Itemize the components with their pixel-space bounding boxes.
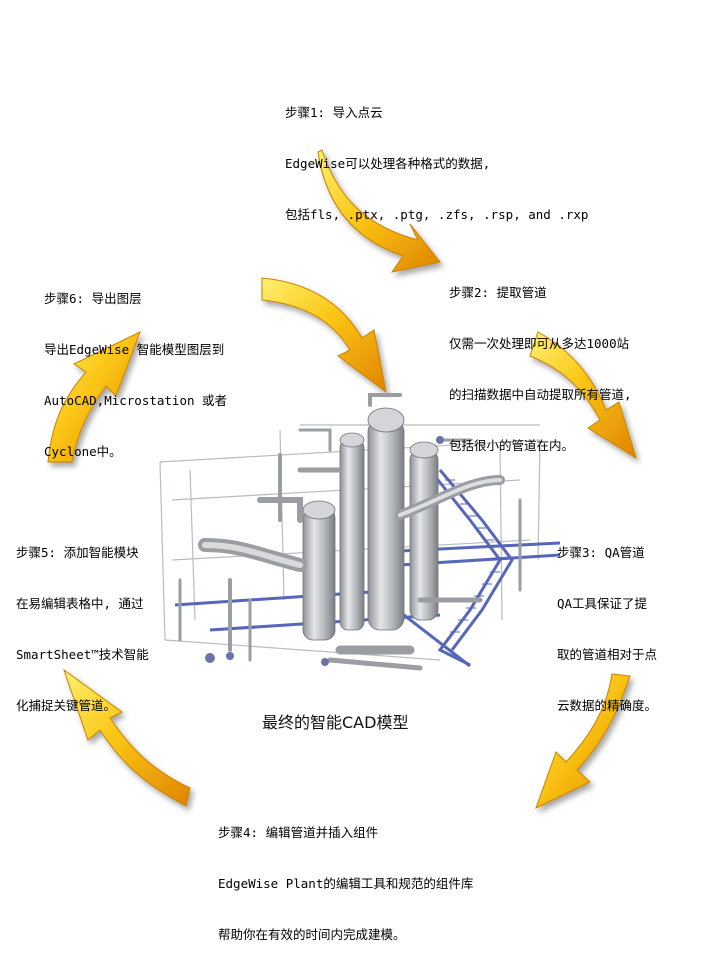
step4-text: 步骤4: 编辑管道并插入组件 EdgeWise Plant的编辑工具和规范的组件…: [218, 790, 473, 960]
step5-title: 步骤5: 添加智能模块: [16, 545, 139, 560]
step3-line-2: 取的管道相对于点: [557, 647, 658, 662]
step5-text: 步骤5: 添加智能模块 在易编辑表格中, 通过 SmartSheet™技术智能 …: [16, 510, 149, 731]
step5-line-2: SmartSheet™技术智能: [16, 647, 149, 662]
arrow-step5-to-step6: [47, 331, 141, 463]
arrow-step6-to-model: [261, 277, 387, 394]
step6-line-1: 导出EdgeWise 智能模型图层到: [44, 342, 225, 357]
step6-line-3: Cyclone中。: [44, 444, 122, 459]
step3-title: 步骤3: QA管道: [557, 545, 645, 560]
step1-line-2: 包括fls, .ptx, .ptg, .zfs, .rsp, and .rxp: [285, 207, 589, 222]
step2-line-3: 包括很小的管道在内。: [449, 438, 575, 453]
step6-line-2: AutoCAD,Microstation 或者: [44, 393, 228, 408]
step5-line-3: 化捕捉关键管道。: [16, 698, 117, 713]
arrow-step3-to-step4: [535, 673, 631, 809]
step5-line-1: 在易编辑表格中, 通过: [16, 596, 144, 611]
step4-line-1: EdgeWise Plant的编辑工具和规范的组件库: [218, 876, 474, 891]
step3-line-3: 云数据的精确度。: [557, 698, 658, 713]
step4-title: 步骤4: 编辑管道并插入组件: [218, 825, 379, 840]
step2-text: 步骤2: 提取管道 仅需一次处理即可从多达1000站 的扫描数据中自动提取所有管…: [449, 250, 632, 471]
step2-line-2: 的扫描数据中自动提取所有管道,: [449, 387, 632, 402]
step6-text: 步骤6: 导出图层 导出EdgeWise 智能模型图层到 AutoCAD,Mic…: [44, 256, 227, 477]
arrow-step2-to-step3: [529, 331, 637, 460]
step3-text: 步骤3: QA管道 QA工具保证了提 取的管道相对于点 云数据的精确度。: [557, 510, 657, 731]
step2-title: 步骤2: 提取管道: [449, 285, 547, 300]
step2-line-1: 仅需一次处理即可从多达1000站: [449, 336, 630, 351]
step1-title: 步骤1: 导入点云: [285, 105, 383, 120]
arrow-step1-to-step2: [317, 149, 441, 273]
step1-line-1: EdgeWise可以处理各种格式的数据,: [285, 156, 491, 171]
model-caption: 最终的智能CAD模型: [262, 713, 409, 732]
step4-line-2: 帮助你在有效的时间内完成建模。: [218, 927, 406, 942]
step1-text: 步骤1: 导入点云 EdgeWise可以处理各种格式的数据, 包括fls, .p…: [285, 70, 588, 240]
step3-line-1: QA工具保证了提: [557, 596, 648, 611]
plant-3d-model: [159, 393, 561, 671]
step6-title: 步骤6: 导出图层: [44, 291, 142, 306]
arrow-step4-to-step5: [63, 668, 191, 807]
